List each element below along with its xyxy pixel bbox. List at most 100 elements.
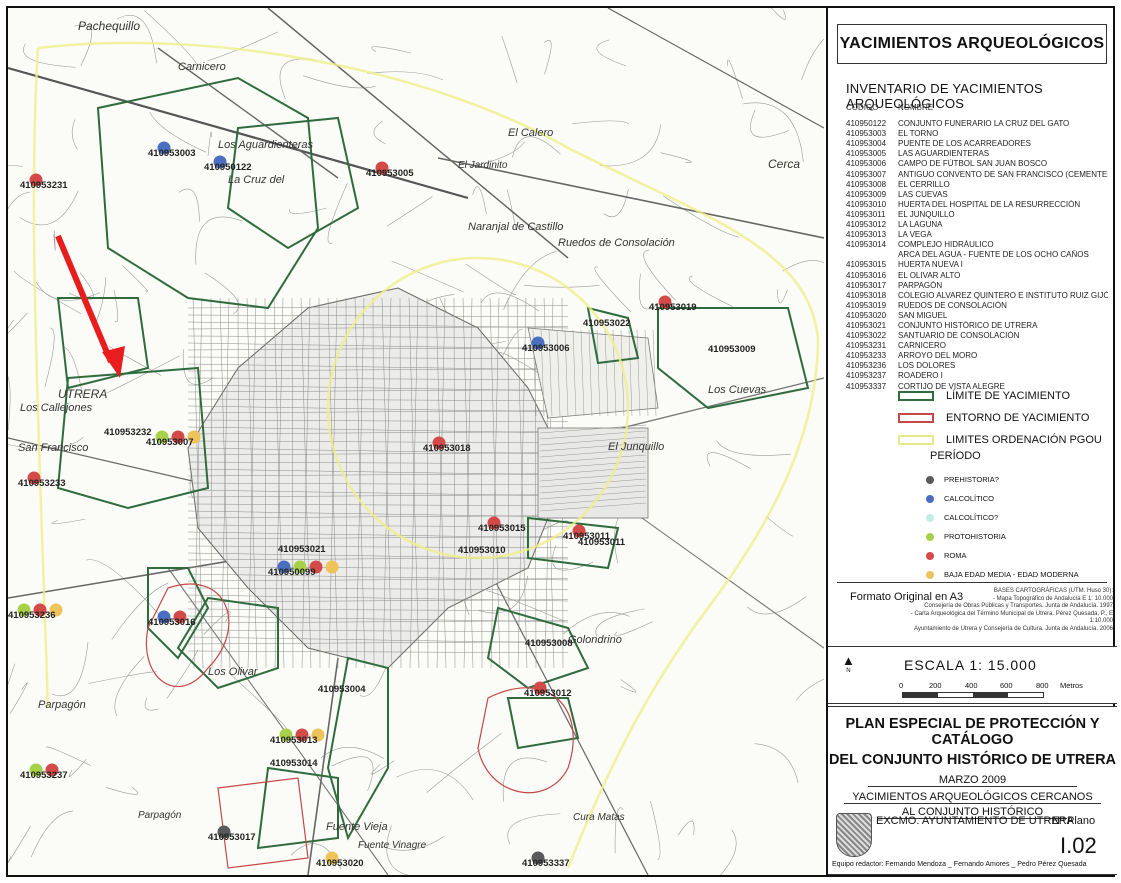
period-marker-dot[interactable] <box>279 728 293 742</box>
site-code: 410953018 <box>846 290 887 300</box>
site-boundary[interactable] <box>147 567 210 660</box>
site-marker[interactable]: 410953008 <box>525 638 573 649</box>
site-marker[interactable]: 410953237 <box>20 763 68 782</box>
site-environment[interactable] <box>145 583 230 688</box>
place-label: Golondrino <box>568 634 622 646</box>
period-label: PREHISTORIA? <box>944 475 999 484</box>
site-marker[interactable]: 410953232 <box>104 427 152 438</box>
site-boundary[interactable] <box>226 116 360 250</box>
period-marker-dot[interactable] <box>173 610 187 624</box>
period-marker-dot[interactable] <box>295 728 309 742</box>
site-marker[interactable]: 410953006 <box>522 336 570 355</box>
place-label: El Calero <box>508 127 553 139</box>
site-boundary[interactable] <box>657 307 810 410</box>
site-marker[interactable]: 410953231 <box>20 173 68 192</box>
site-marker[interactable]: 410953010 <box>458 545 506 556</box>
site-name: RUEDOS DE CONSOLACIÓN <box>898 300 1007 310</box>
period-marker-dot[interactable] <box>311 728 325 742</box>
site-boundary[interactable] <box>326 656 389 841</box>
period-marker-dot[interactable] <box>29 763 43 777</box>
site-marker[interactable]: 410953015 <box>478 516 526 535</box>
site-boundary[interactable] <box>96 76 320 310</box>
period-marker-dot[interactable] <box>277 560 291 574</box>
period-marker-dot[interactable] <box>29 173 43 187</box>
site-marker[interactable]: 410953007 <box>146 430 201 449</box>
period-marker-dot[interactable] <box>375 161 389 175</box>
site-marker[interactable]: 410953020 <box>316 851 364 870</box>
place-label: Ruedos de Consolación <box>558 237 675 249</box>
site-boundary[interactable] <box>176 596 279 690</box>
site-marker[interactable]: 410953021 <box>278 544 326 555</box>
site-marker[interactable]: 410953011 <box>578 537 626 548</box>
period-marker-dot[interactable] <box>533 681 547 695</box>
period-marker-dot[interactable] <box>531 851 545 865</box>
period-marker-dot[interactable] <box>171 430 185 444</box>
site-marker[interactable]: 410953022 <box>583 318 631 329</box>
site-marker[interactable]: 410953004 <box>318 684 366 695</box>
site-marker[interactable]: 410953019 <box>649 295 697 314</box>
site-marker[interactable]: 410953014 <box>270 758 318 769</box>
site-marker[interactable]: 410953017 <box>208 825 256 844</box>
site-code: 410953011 <box>846 209 886 219</box>
road-line <box>627 507 824 649</box>
period-marker-dot[interactable] <box>17 603 31 617</box>
site-marker[interactable]: 410953018 <box>423 436 471 455</box>
plano-number: I.02 <box>1060 833 1097 858</box>
site-marker[interactable]: 410953009 <box>708 344 756 355</box>
site-marker[interactable]: 410953003 <box>148 141 196 160</box>
period-marker-dot[interactable] <box>572 524 586 538</box>
period-marker-dot[interactable] <box>157 610 171 624</box>
period-marker-dot[interactable] <box>309 560 323 574</box>
period-marker-dot[interactable] <box>49 603 63 617</box>
site-marker[interactable]: 410953016 <box>148 610 196 629</box>
period-marker-dot[interactable] <box>213 155 227 169</box>
site-marker[interactable]: 410950099 <box>268 560 339 579</box>
site-marker[interactable]: 410953236 <box>8 603 63 622</box>
period-marker-dot[interactable] <box>157 141 171 155</box>
period-marker-dot[interactable] <box>45 763 59 777</box>
period-marker-dot[interactable] <box>27 471 41 485</box>
period-marker-dot[interactable] <box>325 560 339 574</box>
place-label: Carnicero <box>178 61 226 73</box>
site-boundary[interactable] <box>56 297 150 390</box>
site-marker[interactable]: 410953233 <box>18 471 66 490</box>
source-line: - Mapa Topográfico de Andalucía E 1: 10.… <box>993 595 1113 602</box>
period-marker-dot[interactable] <box>325 851 339 865</box>
site-environment[interactable] <box>217 777 309 869</box>
topographic-map[interactable]: 410953003 410950122 410953005 410953231 4109… <box>8 8 824 875</box>
road-line <box>157 47 339 179</box>
site-boundary[interactable] <box>256 766 339 850</box>
site-marker[interactable]: 410950122 <box>204 155 252 174</box>
period-marker-dot[interactable] <box>217 825 231 839</box>
period-marker-dot[interactable] <box>33 603 47 617</box>
scale-tick-600: 600 <box>1000 681 1013 690</box>
period-marker-dot[interactable] <box>487 516 501 530</box>
site-marker[interactable]: 410953337 <box>522 851 570 870</box>
site-boundary[interactable] <box>527 516 620 570</box>
site-code-label: 410953236 <box>8 610 56 621</box>
period-marker-dot[interactable] <box>155 430 169 444</box>
period-marker-dot[interactable] <box>658 295 672 309</box>
site-name: PUENTE DE LOS ACARREADORES <box>898 139 1031 149</box>
site-boundary[interactable] <box>486 606 590 690</box>
site-marker[interactable]: 410953013 <box>270 728 325 747</box>
period-marker-dot[interactable] <box>432 436 446 450</box>
period-marker-dot[interactable] <box>293 560 307 574</box>
site-boundary[interactable] <box>56 366 210 510</box>
site-boundary[interactable] <box>586 306 640 365</box>
site-name: EL JUNQUILLO <box>898 209 955 219</box>
plan-subtitle-1: YACIMIENTOS ARQUEOLÓGICOS CERCANOS <box>844 791 1101 804</box>
site-name: EL OLIVAR ALTO <box>898 270 961 280</box>
site-marker[interactable]: 410953011 <box>563 524 611 543</box>
sources-text: BASES CARTOGRÁFICAS (UTM. Huso 30):- Map… <box>908 588 1113 633</box>
site-marker[interactable]: 410953012 <box>524 681 572 700</box>
period-marker-dot[interactable] <box>531 336 545 350</box>
site-code-label: 410953237 <box>20 770 68 781</box>
place-label: Cerca <box>768 157 800 171</box>
period-marker-dot[interactable] <box>187 430 201 444</box>
inventory-row: ARCA DEL AGUA - FUENTE DE LOS OCHO CAÑOS <box>846 250 1108 260</box>
site-marker[interactable]: 410953005 <box>366 161 414 180</box>
site-boundary[interactable] <box>506 697 580 750</box>
